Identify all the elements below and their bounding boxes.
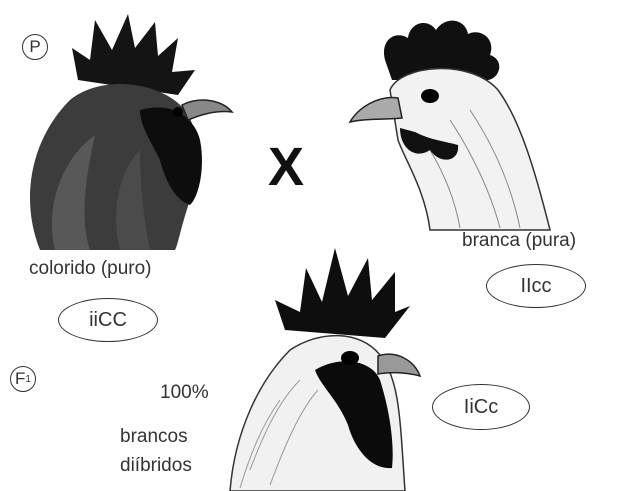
offspring-genotype-text: IiCc (464, 396, 498, 419)
offspring-description-line2: diíbridos (120, 455, 192, 477)
offspring-description-line1: brancos (120, 426, 188, 448)
offspring-percent-label: 100% (160, 382, 209, 404)
offspring-genotype: IiCc (432, 384, 530, 430)
